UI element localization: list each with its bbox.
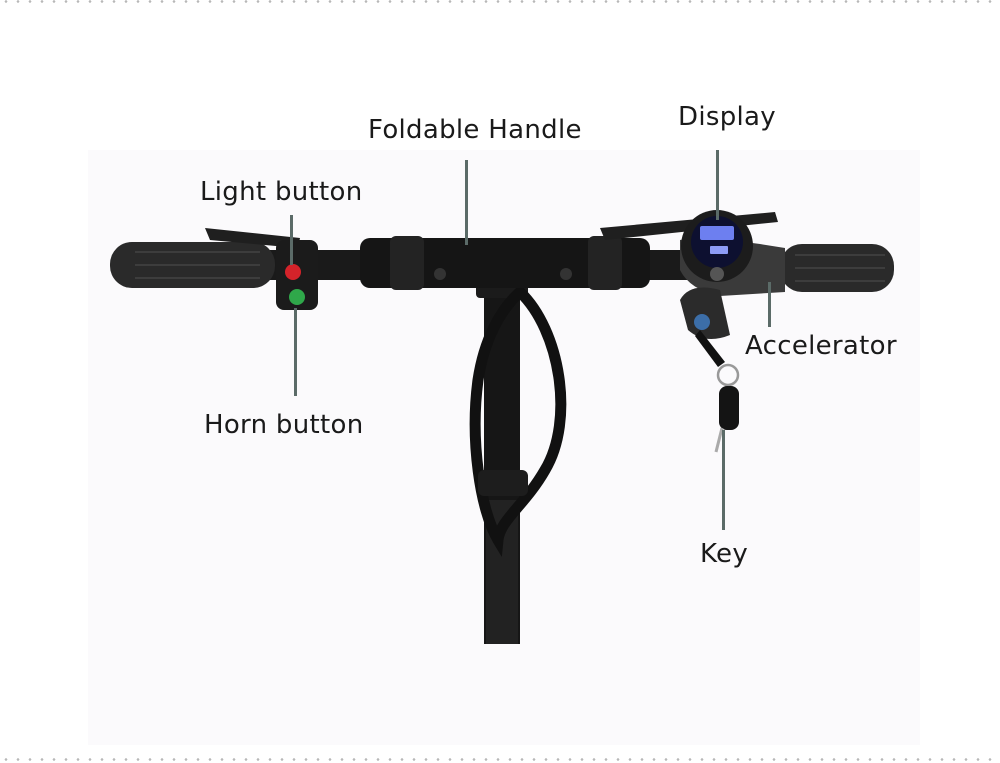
inserted-key	[695, 330, 725, 367]
leader-light-button	[290, 215, 293, 265]
folding-collar-right	[588, 236, 622, 290]
handlebar-center-section	[360, 238, 650, 288]
bottom-dotted-border	[0, 758, 1000, 761]
light-button-cap	[285, 264, 301, 280]
leader-key	[722, 430, 725, 530]
display-subdigits	[710, 246, 728, 254]
key-fob	[719, 386, 739, 430]
display-digits	[700, 226, 734, 240]
display-button	[710, 267, 724, 281]
bolt-left	[434, 268, 446, 280]
stem-clamp	[478, 470, 528, 496]
accelerator-label: Accelerator	[745, 331, 897, 361]
leader-accelerator	[768, 282, 771, 327]
horn-button-cap	[289, 289, 305, 305]
top-dotted-border	[0, 0, 1000, 3]
horn-button-label: Horn button	[204, 410, 364, 440]
carry-strap	[469, 284, 567, 558]
display-label: Display	[678, 102, 776, 132]
leader-horn-button	[294, 308, 297, 396]
leader-foldable-handle	[465, 160, 468, 245]
key-ring	[716, 363, 740, 387]
bolt-right	[560, 268, 572, 280]
display-screen	[691, 216, 743, 268]
ignition-lock	[694, 314, 710, 330]
spare-key-blade	[714, 427, 724, 453]
ignition-housing	[680, 287, 730, 339]
light-button-label: Light button	[200, 177, 363, 207]
foldable-handle-label: Foldable Handle	[368, 115, 582, 145]
left-brake-lever	[205, 228, 300, 248]
folding-collar-left	[390, 236, 424, 290]
leader-display	[716, 150, 719, 220]
key-label: Key	[700, 539, 749, 569]
